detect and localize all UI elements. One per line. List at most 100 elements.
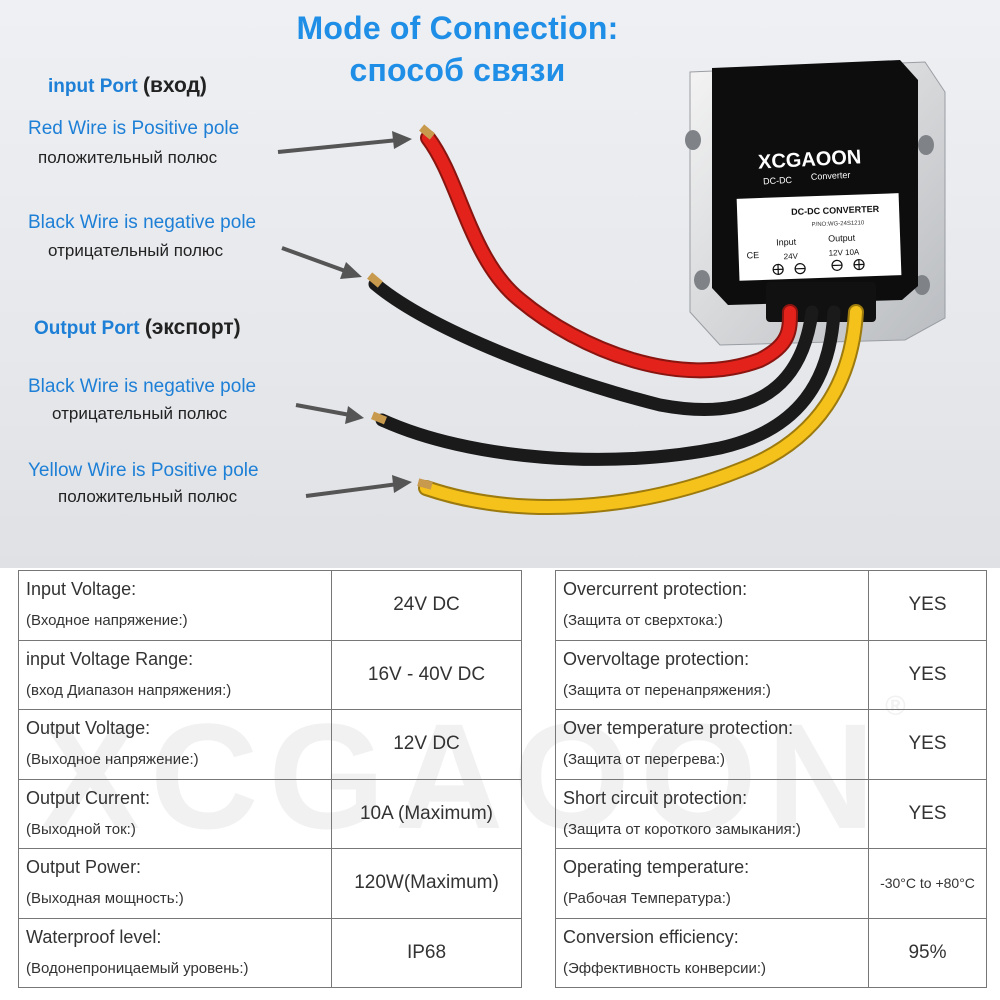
title-russian: способ связи [349,52,566,88]
yellow-wire-label-ru: положительный полюс [58,487,238,506]
spec-left-key: input Voltage Range: (вход Диапазон напря… [18,639,332,710]
spec-left-key-ru: (Водонепроницаемый уровень:) [26,959,249,977]
input-port-title-ru: (вход) [142,74,207,97]
spec-left-value: IP68 [331,917,522,988]
spec-left-value: 10A (Maximum) [331,778,522,849]
arrow-icon [305,475,412,498]
spec-right-key: Overcurrent protection: (Защита от сверхт… [555,570,869,641]
spec-left-value-text: 12V DC [393,733,460,755]
arrow-icon [281,246,362,279]
spec-left-key-text: Output Current: [26,787,151,808]
spec-left-value-text: 16V - 40V DC [367,663,486,685]
label-output: Output [828,233,856,244]
spec-gap [521,570,556,640]
spec-right-key-text: Short circuit protection: [563,787,748,808]
spec-right-key-text: Operating temperature: [563,857,750,878]
label-input: Input [776,237,797,248]
spec-left-value-text: IP68 [406,941,447,963]
converter-case [685,60,946,346]
device-sub-right: Converter [811,170,851,182]
spec-left-key-text: Input Voltage: [26,579,137,600]
wire-yellow [418,304,864,515]
spec-right-key-ru: (Защита от короткого замыкания:) [563,820,801,838]
spec-left-key-text: Output Voltage: [26,718,151,739]
spec-left-value: 16V - 40V DC [331,639,522,710]
spec-left-key: Output Power:(Выходная мощность:) [18,848,332,919]
spec-left-key-ru: (вход Диапазон напряжения:) [26,681,232,699]
label-input-value: 24V [784,252,799,262]
spec-left-value: 12V DC [331,709,522,780]
spec-left-key: Output Current: (Выходной ток:) [18,778,332,849]
spec-right-value-text: 95% [908,941,947,963]
spec-table: Input Voltage:(Входное напряжение:)24V D… [18,570,987,988]
wiring-illustration: XCGAOON DC-DC Converter DC-DC CONVERTER … [277,60,946,515]
spec-left-key-text: input Voltage Range: [26,648,194,669]
spec-row: input Voltage Range: (вход Диапазон напря… [18,639,987,710]
output-port-title-ru: (экспорт) [144,316,241,339]
spec-right-key: Short circuit protection: (Защита от коро… [555,778,869,849]
spec-right-value-text: YES [908,733,947,755]
spec-gap [521,779,556,849]
output-port-heading: Output Port (экспорт) [34,316,241,340]
spec-right-key-text: Overcurrent protection: [563,579,748,600]
spec-row: Output Current: (Выходной ток:) 10A (Maxim… [18,778,987,849]
arrow-icons [277,131,412,498]
label-part-no: P/NO:WG-24S1210 [812,220,866,228]
spec-gap [521,918,556,988]
output-port-title: Output Port [34,318,140,339]
spec-right-value-text: -30°C to +80°C [880,875,975,892]
spec-gap [521,709,556,779]
device-brand: XCGAOON [757,146,861,173]
arrow-icon [277,131,412,154]
spec-gap [521,640,556,710]
black-output-wire-label: Black Wire is negative pole [28,376,257,397]
black-input-wire-label: Black Wire is negative pole [28,212,257,233]
terminal-symbols [772,258,865,276]
spec-left-key: Output Voltage: (Выходное напряжение:) [18,709,332,780]
spec-left-key: Waterproof level: (Водонепроницаемый уров… [18,917,332,988]
spec-right-key-text: Over temperature protection: [563,718,794,739]
wire-black-input [368,277,819,417]
spec-right-key-ru: (Защита от перенапряжения:) [563,681,771,699]
wire-tips [367,124,435,490]
spec-right-value: YES [868,778,987,849]
spec-row: Waterproof level: (Водонепроницаемый уров… [18,917,987,988]
spec-right-key: Over temperature protection: (Защита от п… [555,709,869,780]
input-port-heading: input Port (вход) [48,74,207,98]
spec-left-key-text: Waterproof level: [26,926,162,947]
spec-right-value-text: YES [908,594,947,616]
input-port-title: input Port [48,76,138,97]
product-photo: XCGAOON DC-DC Converter DC-DC CONVERTER … [0,0,1000,568]
spec-left-value-text: 10A (Maximum) [359,802,494,824]
spec-right-value: YES [868,570,987,641]
spec-right-key-ru: (Эффективность конверсии:) [563,959,766,977]
spec-left-value: 120W(Maximum) [331,848,522,919]
spec-right-value: YES [868,639,987,710]
wire-black-output [375,305,841,466]
wire-red [420,130,798,379]
spec-right-key: Overvoltage protection:(Защита от перена… [555,639,869,710]
spec-right-value: YES [868,709,987,780]
device-branding: XCGAOON DC-DC Converter DC-DC CONVERTER … [746,146,880,276]
device-sub-left: DC-DC [763,175,793,187]
red-wire-label: Red Wire is Positive pole [28,118,240,139]
black-output-wire-label-ru: отрицательный полюс [52,404,228,423]
spec-right-key-ru: (Защита от сверхтока:) [563,612,723,630]
spec-left-key-ru: (Выходное напряжение:) [26,751,199,769]
spec-gap [521,848,556,918]
spec-right-key-text: Conversion efficiency: [563,926,739,947]
spec-left-key-ru: (Выходная мощность:) [26,890,184,908]
spec-left-key: Input Voltage:(Входное напряжение:) [18,570,332,641]
spec-left-key-ru: (Выходной ток:) [26,820,136,838]
spec-right-key-ru: (Защита от перегрева:) [563,751,725,769]
black-input-wire-label-ru: отрицательный полюс [48,241,224,260]
spec-right-key-ru: (Рабочая Температура:) [563,890,731,908]
spec-right-value-text: YES [908,663,947,685]
label-output-value: 12V 10A [828,248,860,258]
spec-right-value-text: YES [908,802,947,824]
spec-right-value: -30°C to +80°C [868,848,987,919]
arrow-icon [295,403,364,424]
spec-row: Output Power:(Выходная мощность:)120W(Ma… [18,848,987,919]
spec-row: Output Voltage: (Выходное напряжение:) 12V… [18,709,987,780]
red-wire-label-ru: положительный полюс [38,148,218,167]
